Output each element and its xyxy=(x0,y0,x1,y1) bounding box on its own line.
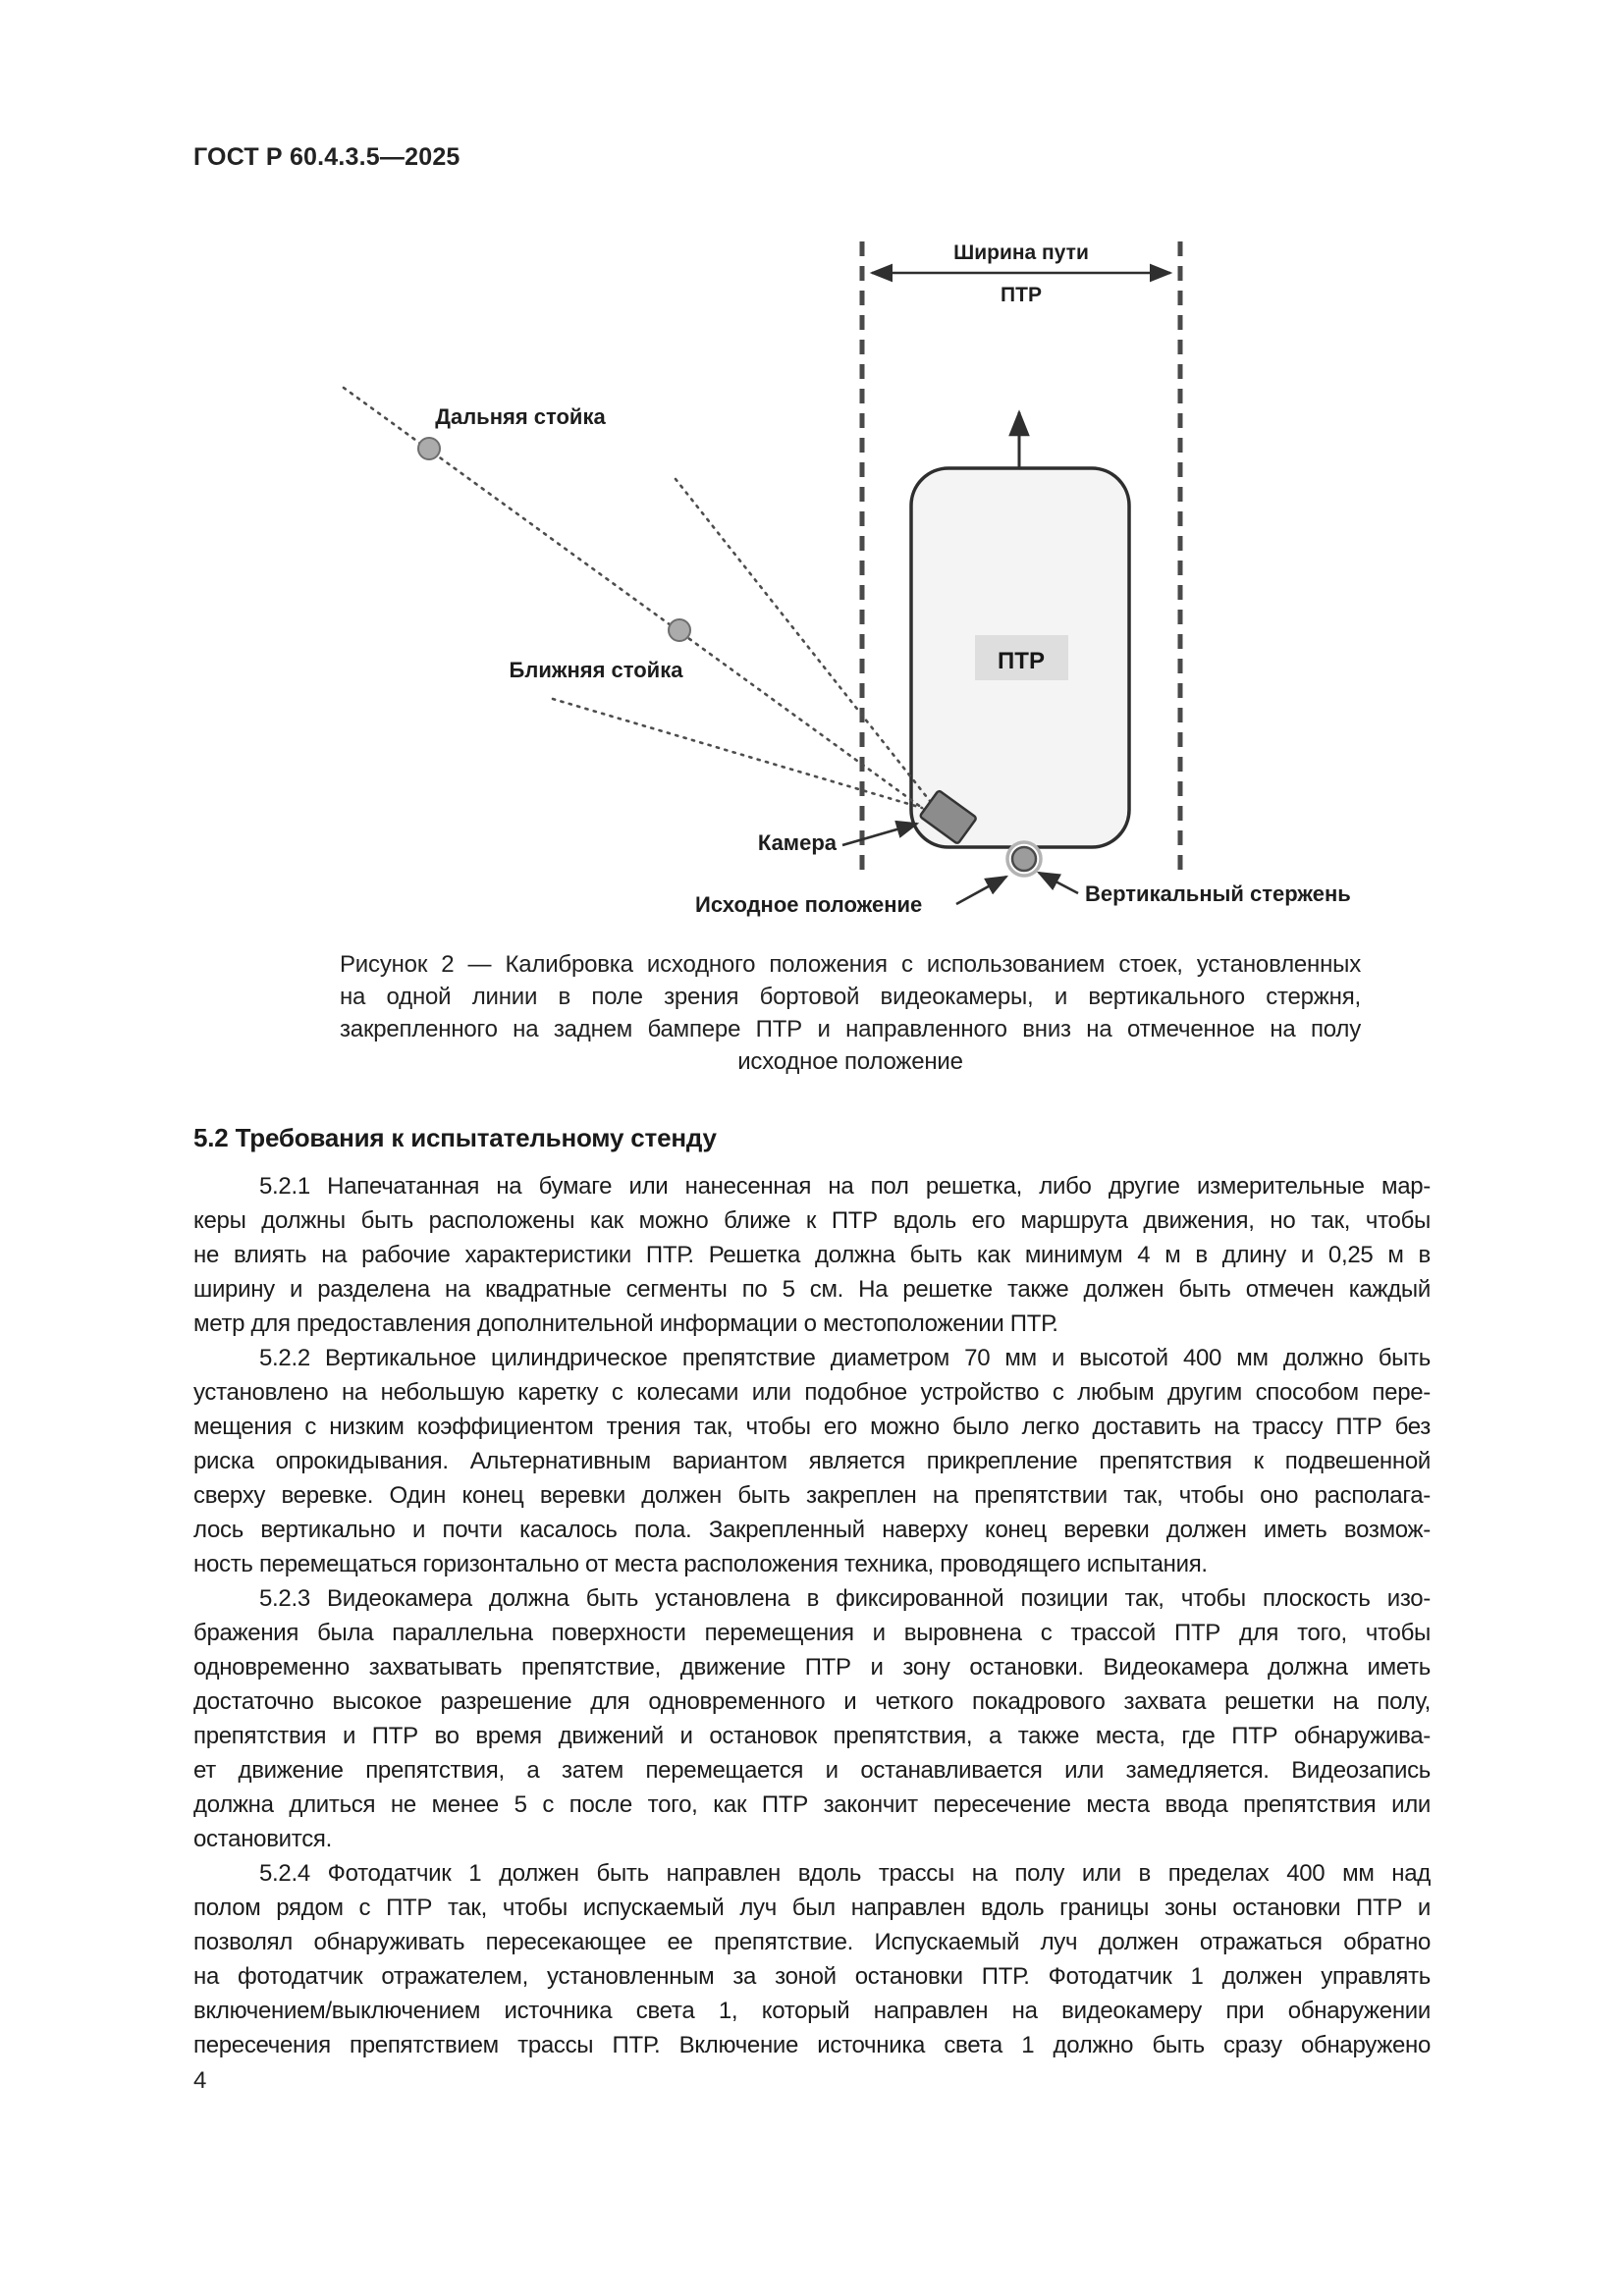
figure-caption-line: на одной линии в поле зрения бортовой ви… xyxy=(340,984,1361,1010)
body-paragraph-line: остановится. xyxy=(193,1826,332,1852)
sight-ray-upper xyxy=(674,477,936,808)
camera-label: Камера xyxy=(758,830,838,855)
vertical-rod-label: Вертикальный стержень xyxy=(1085,881,1351,906)
robot-label: ПТР xyxy=(998,648,1045,674)
page-number: 4 xyxy=(193,2067,207,2094)
body-paragraph-line: одновременно захватывать препятствие, дв… xyxy=(193,1654,1431,1681)
sight-ray-lower xyxy=(551,697,924,810)
home-position-label: Исходное положение xyxy=(695,892,922,917)
body-paragraph-line: 5.2.2 Вертикальное цилиндрическое препят… xyxy=(259,1345,1431,1371)
section-paragraphs: 5.2.1 Напечатанная на бумаге или нанесен… xyxy=(193,1169,1431,2062)
body-text-column: 5.2 Требования к испытательному стенду 5… xyxy=(193,1120,1431,2062)
body-paragraph-line: ширину и разделена на квадратные сегмент… xyxy=(193,1276,1431,1303)
robot-label-box xyxy=(975,635,1068,680)
track-ptr-label: ПТР xyxy=(1001,284,1042,306)
sight-ray-through-posts xyxy=(342,386,931,815)
body-paragraph-line: ность перемещаться горизонтально от мест… xyxy=(193,1551,1208,1577)
body-paragraph-line: бражения была параллельна поверхности пе… xyxy=(193,1620,1431,1646)
section-heading: 5.2 Требования к испытательному стенду xyxy=(193,1123,717,1152)
body-paragraph-line: лось вертикально и почти касалось пола. … xyxy=(193,1517,1431,1543)
body-paragraph-line: керы должны быть расположены как можно б… xyxy=(193,1207,1431,1234)
body-paragraph-line: на фотодатчик отражателем, установленным… xyxy=(193,1963,1431,1990)
near-post-label: Ближняя стойка xyxy=(510,658,684,682)
body-paragraph-line: пересечения препятствием трассы ПТР. Вкл… xyxy=(193,2032,1431,2058)
body-paragraph-line: не влиять на рабочие характеристики ПТР.… xyxy=(193,1242,1431,1268)
vertical-rod-leader-arrow xyxy=(1036,871,1079,895)
home-position-leader-arrow xyxy=(955,875,1009,906)
body-paragraph-line: достаточно высокое разрешение для одновр… xyxy=(193,1688,1431,1715)
body-paragraph-line: ет движение препятствия, а затем перемещ… xyxy=(193,1757,1431,1784)
far-post-marker xyxy=(417,437,441,460)
far-post-label: Дальняя стойка xyxy=(435,404,606,429)
body-paragraph-line: риска опрокидывания. Альтернативным вари… xyxy=(193,1448,1431,1474)
near-post-marker xyxy=(668,618,691,642)
body-paragraph-line: должна длиться не менее 5 с после того, … xyxy=(193,1791,1431,1818)
body-paragraph-line: полом рядом с ПТР так, чтобы испускаемый… xyxy=(193,1895,1431,1921)
body-paragraph-line: 5.2.3 Видеокамера должна быть установлен… xyxy=(259,1585,1431,1612)
document-header: ГОСТ Р 60.4.3.5—2025 xyxy=(193,143,460,171)
body-paragraph-line: метр для предоставления дополнительной и… xyxy=(193,1310,1058,1337)
body-paragraph-line: 5.2.1 Напечатанная на бумаге или нанесен… xyxy=(259,1173,1431,1200)
body-paragraph-line: включением/выключением источника света 1… xyxy=(193,1998,1431,2024)
body-paragraph-line: мещения с низким коэффициентом трения та… xyxy=(193,1414,1431,1440)
camera-marker xyxy=(919,789,977,844)
camera-leader-arrow xyxy=(841,820,920,847)
figure-caption: Рисунок 2 — Калибровка исходного положен… xyxy=(340,948,1361,1078)
body-paragraph-line: препятствия и ПТР во время движений и ос… xyxy=(193,1723,1431,1749)
body-paragraph-line: позволял обнаруживать пересекающее ее пр… xyxy=(193,1929,1431,1955)
figure-diagram: Ширина пути ПТР ПТР Дальняя стойка Ближн… xyxy=(342,241,1351,917)
body-paragraph-line: сверху веревке. Один конец веревки долже… xyxy=(193,1482,1431,1509)
figure-caption-line: закрепленного на заднем бампере ПТР и на… xyxy=(340,1016,1361,1042)
track-width-label: Ширина пути xyxy=(953,241,1089,264)
figure-caption-line: исходное положение xyxy=(737,1048,963,1075)
body-paragraph-line: установлено на небольшую каретку с колес… xyxy=(193,1379,1431,1406)
figure-caption-line: Рисунок 2 — Калибровка исходного положен… xyxy=(340,951,1361,978)
vertical-rod-marker xyxy=(1010,845,1038,873)
body-paragraph-line: 5.2.4 Фотодатчик 1 должен быть направлен… xyxy=(259,1860,1431,1887)
